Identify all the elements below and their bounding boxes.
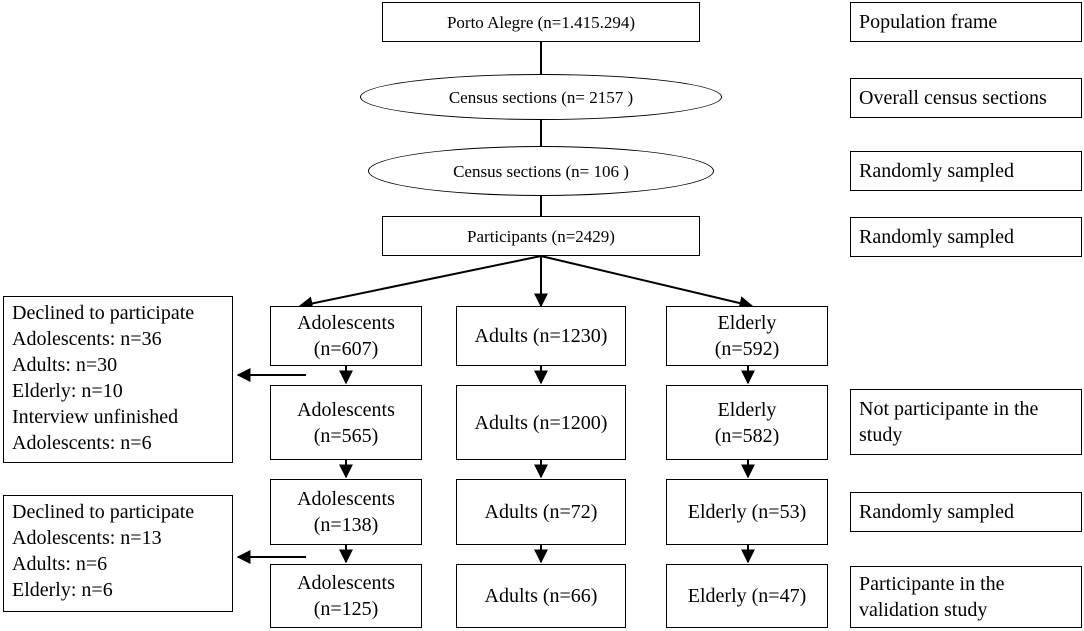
label-randomly-sampled-2: Randomly sampled <box>850 217 1082 257</box>
exclusion-1-line-2: Adolescents: n=36 <box>12 328 162 350</box>
label-participant-validation-text: Participante in the validation study <box>859 573 1005 621</box>
arrow-to-adolescents <box>298 255 542 311</box>
exclusion-box-1: Declined to participate Adolescents: n=3… <box>3 296 233 463</box>
adults-text-1: Adults (n=1230) <box>474 325 608 347</box>
participants-node: Participants (n=2429) <box>382 216 700 256</box>
exclusion-1-line-1: Declined to participate <box>12 302 195 324</box>
label-not-participant: Not participante in the study <box>850 389 1082 455</box>
elderly-node-3: Elderly (n=53) <box>666 479 828 545</box>
adolescents-text-2: Adolescents (n=565) <box>297 398 395 447</box>
elderly-text-3: Elderly (n=53) <box>687 501 807 523</box>
elderly-text-4: Elderly (n=47) <box>687 585 807 607</box>
adults-node-1: Adults (n=1230) <box>456 306 626 366</box>
label-randomly-sampled-3: Randomly sampled <box>850 492 1082 532</box>
elderly-node-1: Elderly (n=592) <box>666 306 828 366</box>
label-population-frame: Population frame <box>850 2 1082 42</box>
adults-text-2: Adults (n=1200) <box>474 411 608 434</box>
exclusion-2-line-1: Declined to participate <box>12 501 195 523</box>
arrow-to-elderly <box>540 255 754 310</box>
label-participant-validation: Participante in the validation study <box>850 566 1082 628</box>
adults-node-2: Adults (n=1200) <box>456 385 626 460</box>
census-sample-text: Census sections (n= 106 ) <box>453 161 629 181</box>
participants-text: Participants (n=2429) <box>467 226 615 246</box>
exclusion-1-line-4: Elderly: n=10 <box>12 380 123 402</box>
census-all-text: Census sections (n= 2157 ) <box>448 87 634 107</box>
census-all-node: Census sections (n= 2157 ) <box>360 74 722 120</box>
elderly-node-2: Elderly (n=582) <box>666 385 828 460</box>
exclusion-box-2: Declined to participate Adolescents: n=1… <box>3 495 233 612</box>
adults-node-4: Adults (n=66) <box>456 564 626 628</box>
exclusion-1-line-3: Adults: n=30 <box>12 354 118 376</box>
exclusion-1-line-6: Adolescents: n=6 <box>12 432 152 454</box>
census-sample-node: Census sections (n= 106 ) <box>368 146 714 196</box>
exclusion-2-line-3: Adults: n=6 <box>12 553 108 575</box>
label-overall-census: Overall census sections <box>850 78 1082 118</box>
elderly-text-2: Elderly (n=582) <box>714 398 780 447</box>
adolescents-text-1: Adolescents (n=607) <box>297 312 395 360</box>
adults-node-3: Adults (n=72) <box>456 479 626 545</box>
elderly-node-4: Elderly (n=47) <box>666 564 828 628</box>
adolescents-text-4: Adolescents (n=125) <box>297 572 395 620</box>
label-population-frame-text: Population frame <box>859 11 998 33</box>
label-overall-census-text: Overall census sections <box>859 87 1047 109</box>
adolescents-node-1: Adolescents (n=607) <box>270 306 422 366</box>
label-randomly-sampled-1: Randomly sampled <box>850 151 1082 191</box>
elderly-text-1: Elderly (n=592) <box>714 312 780 360</box>
population-node: Porto Alegre (n=1.415.294) <box>382 2 700 42</box>
adolescents-text-3: Adolescents (n=138) <box>297 488 395 536</box>
exclusion-2-line-2: Adolescents: n=13 <box>12 527 162 549</box>
adolescents-node-2: Adolescents (n=565) <box>270 385 422 460</box>
adolescents-node-3: Adolescents (n=138) <box>270 479 422 545</box>
label-randomly-sampled-1-text: Randomly sampled <box>859 160 1014 182</box>
exclusion-1-line-5: Interview unfinished <box>12 406 179 428</box>
population-text: Porto Alegre (n=1.415.294) <box>446 12 636 32</box>
adults-text-3: Adults (n=72) <box>484 501 598 523</box>
exclusion-2-line-4: Elderly: n=6 <box>12 579 113 601</box>
label-not-participant-text: Not participante in the study <box>859 398 1039 446</box>
label-randomly-sampled-2-text: Randomly sampled <box>859 226 1014 248</box>
adults-text-4: Adults (n=66) <box>484 585 598 607</box>
adolescents-node-4: Adolescents (n=125) <box>270 564 422 628</box>
label-randomly-sampled-3-text: Randomly sampled <box>859 501 1014 523</box>
